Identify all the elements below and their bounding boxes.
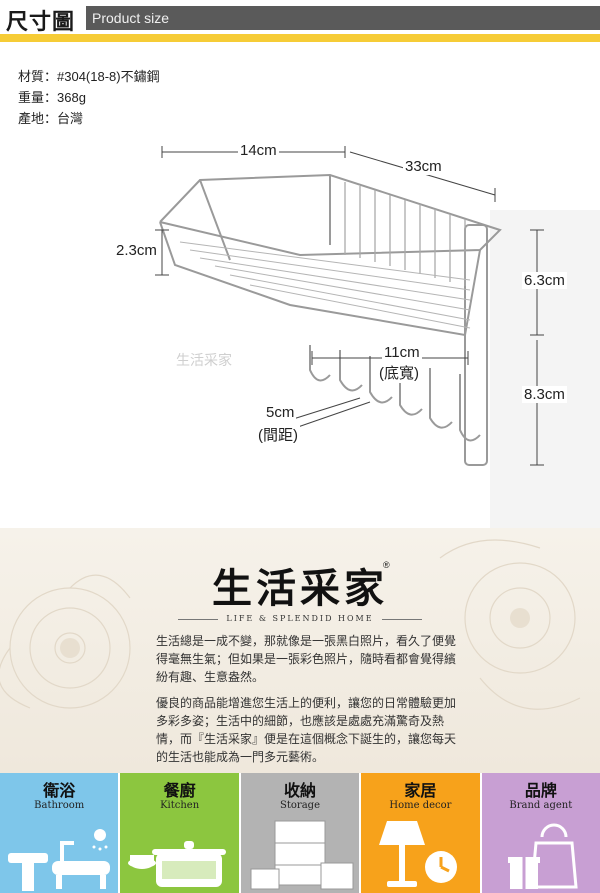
dimension-spacing-label: 5cm: [264, 404, 297, 421]
brand-registered-mark: ®: [383, 560, 390, 570]
category-brand-agent[interactable]: 品牌 Brand agent: [481, 773, 600, 893]
category-kitchen[interactable]: 餐廚 Kitchen: [120, 773, 239, 893]
bathroom-icon: [8, 829, 110, 891]
dimension-spacing-note: (間距): [256, 424, 300, 445]
brand-description: 生活總是一成不變，那就像是一張黑白照片，看久了便覺得毫無生氣；但如果是一張彩色照…: [156, 632, 456, 773]
brand-section: 生活采家 ® LIFE & SPLENDID HOME 生活總是一成不變，那就像…: [0, 528, 600, 773]
spec-origin: 產地：台灣: [18, 111, 84, 126]
diagram-watermark: 生活采家: [176, 352, 232, 369]
category-title: 品牌: [524, 783, 557, 800]
basket-wire-frame: [159, 173, 502, 466]
dimension-lines: [155, 146, 544, 466]
dimension-depth-label: 2.3cm: [114, 242, 159, 259]
brand-logo: 生活采家: [212, 565, 388, 612]
dimension-base-label: 11cm: [382, 344, 422, 361]
category-subtitle: Storage: [280, 800, 320, 811]
header-accent-line: [0, 34, 600, 42]
section-subtitle: Product size: [86, 6, 600, 30]
category-title: 家居: [404, 783, 437, 800]
product-specs: 材質：#304(18-8)不鏽鋼 重量：368g 產地：台灣: [18, 66, 160, 129]
dimension-width-label: 14cm: [238, 142, 279, 159]
brand-tagline: LIFE & SPLENDID HOME: [0, 614, 600, 623]
home-decor-icon: [379, 821, 458, 887]
brand-bag-icon: [507, 823, 578, 889]
section-header: 尺寸圖 Product size: [0, 0, 600, 42]
spec-weight: 重量：368g: [18, 90, 86, 105]
dimension-upper-height-label: 6.3cm: [522, 272, 567, 289]
category-title: 衛浴: [43, 783, 76, 800]
section-title: 尺寸圖: [6, 9, 76, 34]
product-diagram: 生活采家 14cm 33cm 2.3cm 6.3cm 8.3cm 11cm (底…: [0, 130, 600, 530]
category-subtitle: Kitchen: [160, 800, 200, 811]
category-title: 餐廚: [163, 783, 196, 800]
category-title: 收納: [284, 783, 317, 800]
category-subtitle: Bathroom: [34, 800, 85, 811]
category-subtitle: Brand agent: [509, 800, 573, 811]
storage-icon: [250, 820, 354, 890]
category-home-decor[interactable]: 家居 Home decor: [361, 773, 480, 893]
kitchen-icon: [128, 841, 227, 887]
category-subtitle: Home decor: [389, 800, 452, 811]
floral-background: [0, 539, 581, 710]
category-storage[interactable]: 收納 Storage: [240, 773, 360, 893]
category-bar: 衛浴 Bathroom 餐廚 Kitchen: [0, 773, 600, 893]
dimension-base-note: (底寬): [377, 362, 421, 383]
dimension-length-label: 33cm: [403, 158, 444, 175]
spec-material: 材質：#304(18-8)不鏽鋼: [18, 69, 160, 84]
basket-illustration: 生活采家: [155, 146, 600, 530]
category-bathroom[interactable]: 衛浴 Bathroom: [0, 773, 119, 893]
brand-paragraph-2: 優良的商品能增進您生活上的便利，讓您的日常體驗更加多彩多姿；生活中的細節，也應該…: [156, 696, 457, 764]
dimension-lower-height-label: 8.3cm: [522, 386, 567, 403]
brand-paragraph-1: 生活總是一成不變，那就像是一張黑白照片，看久了便覺得毫無生氣；但如果是一張彩色照…: [156, 634, 457, 684]
